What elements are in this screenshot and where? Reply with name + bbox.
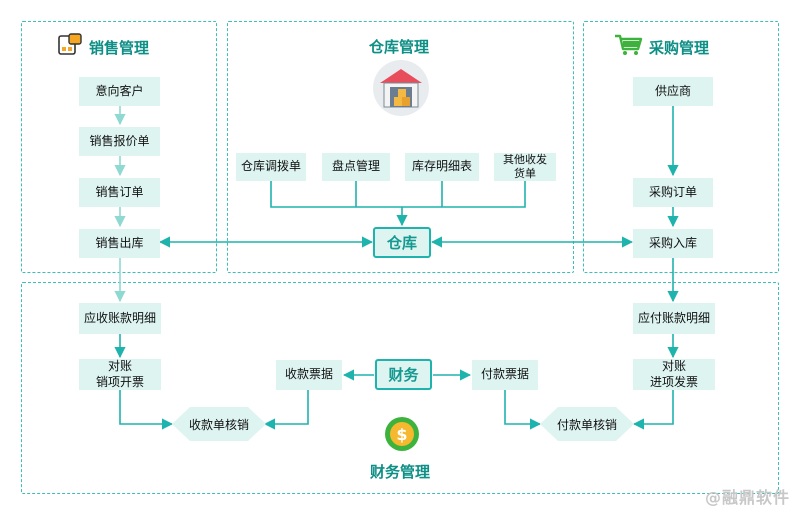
- finance-receivable-detail[interactable]: 应收账款明细: [79, 303, 161, 334]
- warehouse-hub[interactable]: 仓库: [373, 227, 431, 258]
- finance-receipt-notes[interactable]: 收款票据: [276, 360, 342, 390]
- finance-payable-detail[interactable]: 应付账款明细: [633, 303, 715, 334]
- purchase-item-inbound[interactable]: 采购入库: [633, 229, 713, 258]
- warehouse-panel: [227, 21, 574, 273]
- sales-panel: [21, 21, 217, 273]
- sales-title: 销售管理: [57, 33, 149, 61]
- watermark: @融鼎软件: [704, 488, 790, 507]
- finance-reconcile-sales[interactable]: 对账 销项开票: [79, 359, 161, 390]
- finance-panel: [21, 282, 779, 494]
- purchase-title-label: 采购管理: [649, 38, 710, 57]
- finance-hub[interactable]: 财务: [375, 359, 432, 390]
- finance-coin-icon: $: [384, 416, 420, 452]
- sales-item-quotation[interactable]: 销售报价单: [79, 127, 160, 156]
- finance-title: 财务管理: [370, 463, 431, 481]
- purchase-item-supplier[interactable]: 供应商: [633, 77, 713, 106]
- purchase-title: 采购管理: [613, 33, 709, 61]
- finance-payment-verify[interactable]: 付款单核销: [540, 407, 634, 441]
- payment-verify-label: 付款单核销: [556, 417, 617, 432]
- warehouse-item-inventory-detail[interactable]: 库存明细表: [405, 153, 479, 181]
- shopping-cart-icon: [613, 33, 643, 61]
- finance-receipt-verify[interactable]: 收款单核销: [172, 407, 266, 441]
- warehouse-item-transfer[interactable]: 仓库调拨单: [236, 153, 306, 181]
- purchase-item-order[interactable]: 采购订单: [633, 178, 713, 207]
- svg-text:$: $: [396, 425, 407, 444]
- finance-reconcile-purchase[interactable]: 对账 进项发票: [633, 359, 715, 390]
- sales-item-outbound[interactable]: 销售出库: [79, 229, 160, 258]
- warehouse-item-other-io[interactable]: 其他收发 货单: [494, 153, 556, 181]
- sales-doc-icon: [57, 33, 83, 61]
- warehouse-icon: [372, 59, 430, 117]
- warehouse-title: 仓库管理: [369, 38, 430, 56]
- warehouse-item-stocktake[interactable]: 盘点管理: [322, 153, 390, 181]
- finance-payment-notes[interactable]: 付款票据: [472, 360, 538, 390]
- sales-title-label: 销售管理: [89, 38, 150, 57]
- purchase-panel: [583, 21, 779, 273]
- sales-item-order[interactable]: 销售订单: [79, 178, 160, 207]
- sales-item-intent-customer[interactable]: 意向客户: [79, 77, 160, 106]
- receipt-verify-label: 收款单核销: [188, 417, 249, 432]
